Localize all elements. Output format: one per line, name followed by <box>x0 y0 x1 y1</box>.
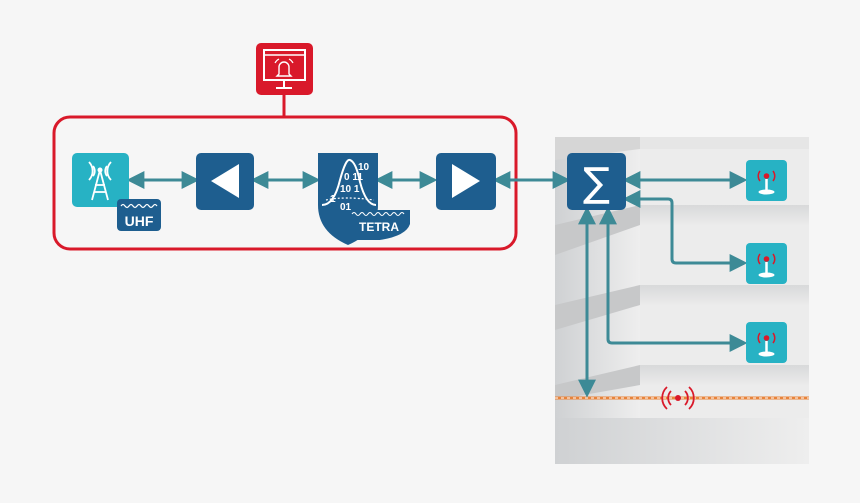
binary-line-3: 10 1 <box>340 184 360 195</box>
antenna-tower-icon <box>72 153 129 207</box>
binary-line-2: 0 11 <box>344 172 363 183</box>
triangle-left-icon <box>211 164 239 198</box>
uhf-label: UHF <box>125 213 154 229</box>
radiating-cable-icon <box>661 386 695 410</box>
uhf-base-station[interactable]: UHF <box>72 153 161 231</box>
indoor-antenna-3[interactable] <box>746 322 787 363</box>
tetra-label: TETRA <box>359 220 399 234</box>
triangle-right-icon <box>452 164 480 198</box>
indoor-antenna-1[interactable] <box>746 160 787 201</box>
amplifier-right-button[interactable] <box>436 153 496 210</box>
connectors <box>126 171 748 398</box>
amplifier-left-button[interactable] <box>196 153 254 210</box>
combiner-unit[interactable]: ∑ <box>567 153 626 210</box>
binary-line-5: 01 <box>340 202 352 213</box>
indoor-antenna-2[interactable] <box>746 243 787 284</box>
sigma-icon: ∑ <box>583 160 610 206</box>
binary-line-4: 1 <box>330 194 336 205</box>
binary-line-1: 10 <box>358 162 370 173</box>
alarm-monitor-icon[interactable] <box>256 43 313 95</box>
tetra-digital-unit[interactable]: 10 0 11 10 1 1 01 TETRA <box>318 153 410 245</box>
